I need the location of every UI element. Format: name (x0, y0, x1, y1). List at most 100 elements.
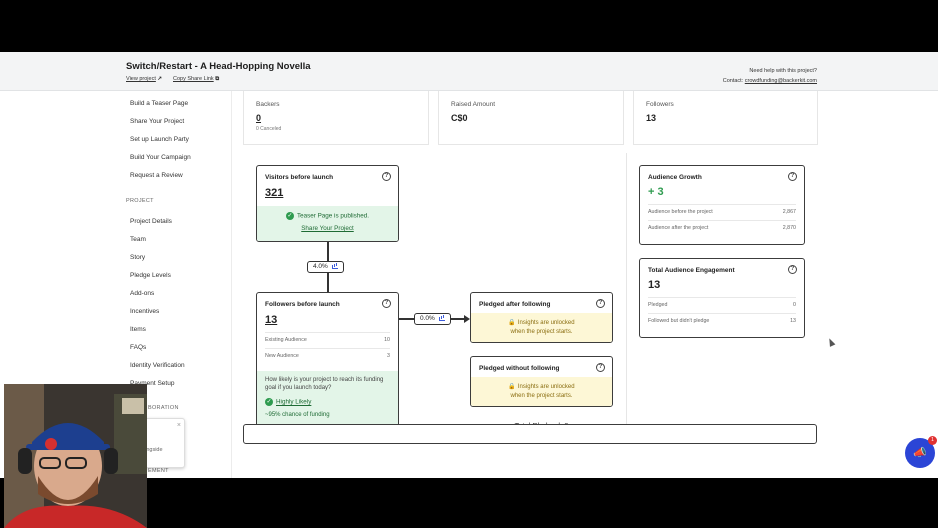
highly-likely-link[interactable]: Highly Likely (276, 398, 312, 406)
bar-chart-icon (438, 316, 445, 321)
raised-amount-label: Raised Amount (451, 101, 496, 108)
pledged-after-following-card: Pledged after following ? 🔒Insights are … (470, 292, 613, 343)
teaser-status: ✓Teaser Page is published. (285, 212, 370, 220)
announcements-button[interactable]: 📣 1 (905, 436, 937, 468)
funding-likelihood-zone: How likely is your project to reach its … (257, 371, 398, 426)
engagement-value: 13 (648, 279, 661, 291)
external-link-icon: ↗ (157, 76, 162, 82)
megaphone-icon: 📣 (913, 447, 927, 459)
follower-conversion-badge: 0.0% (414, 313, 451, 325)
help-icon[interactable]: ? (596, 363, 605, 372)
contact-email-link[interactable]: crowdfunding@backerkit.com (744, 78, 817, 84)
sidebar-item-pledge-levels[interactable]: Pledge Levels (130, 272, 171, 279)
sidebar-item-payment-setup[interactable]: Payment Setup (130, 380, 175, 387)
sidebar-item-share-project[interactable]: Share Your Project (130, 118, 185, 125)
sidebar-section-collaboration: BORATION (148, 405, 179, 411)
followers-before-launch-card: Followers before launch ? 13 Existing Au… (256, 292, 399, 427)
bar-chart-icon (331, 264, 338, 269)
sidebar-item-build-campaign[interactable]: Build Your Campaign (130, 154, 191, 161)
webcam-overlay (4, 384, 147, 528)
help-text: Need help with this project? (749, 68, 817, 74)
sidebar-item-project-details[interactable]: Project Details (130, 218, 172, 225)
lock-icon: 🔒 (508, 384, 516, 390)
pledged-without-title: Pledged without following (479, 365, 560, 372)
audience-growth-value: + 3 (648, 186, 664, 198)
help-icon[interactable]: ? (382, 172, 391, 181)
video-letterbox-bottom (0, 478, 938, 528)
raised-amount-card: Raised Amount C$0 (438, 91, 624, 145)
check-circle-icon: ✓ (285, 212, 294, 220)
sidebar-item-add-ons[interactable]: Add-ons (130, 290, 155, 297)
contact-label: Contact: (722, 78, 744, 84)
teaser-status-zone: ✓Teaser Page is published. Share Your Pr… (257, 206, 398, 241)
followers-title: Followers before launch (265, 301, 340, 308)
funnel-connector-vertical (327, 242, 329, 329)
help-icon[interactable]: ? (788, 265, 797, 274)
backers-card: Backers 0 0 Canceled (243, 91, 429, 145)
sidebar-item-identity-verification[interactable]: Identity Verification (130, 362, 185, 369)
view-project-link[interactable]: View project ↗ (126, 76, 162, 82)
project-title: Switch/Restart - A Head-Hopping Novella (126, 61, 311, 72)
sidebar-item-incentives[interactable]: Incentives (130, 308, 160, 315)
app-window: Switch/Restart - A Head-Hopping Novella … (0, 52, 938, 478)
sidebar-item-faqs[interactable]: FAQs (130, 344, 147, 351)
insights-locked-message: 🔒Insights are unlocked when the project … (508, 320, 575, 335)
popup-text: alongside (139, 447, 163, 453)
likelihood-result: ✓Highly Likely (265, 398, 311, 406)
likelihood-question: How likely is your project to reach its … (265, 377, 384, 391)
mouse-cursor-icon (826, 337, 836, 347)
copy-icon: ⧉ (215, 76, 220, 82)
sidebar-item-request-review[interactable]: Request a Review (130, 172, 183, 179)
followers-label: Followers (646, 101, 674, 108)
insights-locked-zone: 🔒Insights are unlocked when the project … (471, 377, 612, 406)
section-divider (626, 153, 627, 443)
backers-label: Backers (256, 101, 280, 108)
sidebar-item-items[interactable]: Items (130, 326, 146, 333)
sidebar-section-project: PROJECT (126, 198, 154, 204)
visitor-conversion-badge: 4.0% (307, 261, 344, 273)
help-icon[interactable]: ? (596, 299, 605, 308)
backers-canceled: 0 Canceled (256, 126, 282, 132)
next-section-card (243, 424, 817, 444)
raised-amount-value: C$0 (451, 113, 468, 123)
help-icon[interactable]: ? (382, 299, 391, 308)
visitors-value[interactable]: 321 (265, 187, 284, 199)
help-info: Need help with this project? Contact: cr… (723, 66, 817, 86)
sidebar-item-story[interactable]: Story (130, 254, 146, 261)
backers-value[interactable]: 0 (256, 113, 262, 123)
visitors-before-launch-card: Visitors before launch ? 321 ✓Teaser Pag… (256, 165, 399, 242)
arrow-right-icon (464, 315, 470, 323)
funding-chance: ~95% chance of funding (265, 412, 330, 418)
sidebar-item-team[interactable]: Team (130, 236, 146, 243)
project-header: Switch/Restart - A Head-Hopping Novella … (0, 52, 938, 91)
webcam-person-image (4, 384, 147, 528)
pledged-after-title: Pledged after following (479, 301, 551, 308)
help-icon[interactable]: ? (788, 172, 797, 181)
sidebar-item-build-teaser[interactable]: Build a Teaser Page (130, 100, 189, 107)
followers-value: 13 (646, 113, 657, 123)
notification-badge: 1 (928, 436, 937, 445)
sidebar-item-launch-party[interactable]: Set up Launch Party (130, 136, 189, 143)
pledged-without-following-card: Pledged without following ? 🔒Insights ar… (470, 356, 613, 407)
close-icon[interactable]: × (176, 422, 181, 429)
engagement-title: Total Audience Engagement (648, 267, 735, 274)
lock-icon: 🔒 (508, 320, 516, 326)
followers-card: Followers 13 (633, 91, 818, 145)
audience-growth-card: Audience Growth ? + 3 Audience before th… (639, 165, 805, 245)
followers-count[interactable]: 13 (265, 314, 278, 326)
audience-growth-title: Audience Growth (648, 174, 702, 181)
video-letterbox-top (0, 0, 938, 52)
sidebar-section-management: EMENT (148, 468, 169, 474)
visitors-title: Visitors before launch (265, 174, 334, 181)
copy-share-link[interactable]: Copy Share Link ⧉ (173, 76, 220, 82)
project-links: View project ↗ Copy Share Link ⧉ (126, 76, 219, 83)
share-your-project-link[interactable]: Share Your Project (301, 225, 354, 232)
check-circle-icon: ✓ (265, 398, 273, 406)
